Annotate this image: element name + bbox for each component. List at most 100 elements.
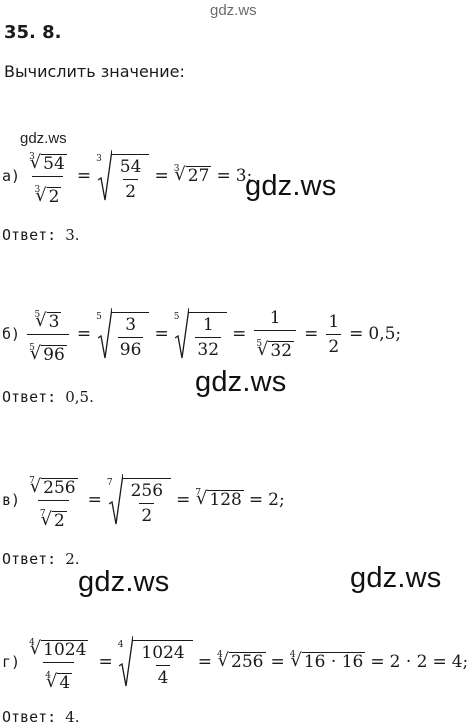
denominator: 4 — [155, 665, 171, 688]
numerator: 256 — [130, 481, 164, 502]
answer-d: Ответ: 4. — [2, 708, 80, 726]
denominator: 96 — [117, 337, 144, 360]
lhs-fraction-c: 7√256 7√2 — [27, 470, 80, 531]
fraction-b4: 1 2 — [326, 311, 342, 357]
radical-sign: √ — [196, 488, 208, 510]
radical-sign: √ — [290, 650, 302, 672]
numerator: 1024 — [141, 643, 185, 664]
numerator: 1 — [202, 315, 214, 336]
denominator: 32 — [195, 337, 222, 360]
denominator: 2 — [139, 503, 155, 526]
numerator: 1 — [269, 307, 281, 328]
item-label-d: г) — [2, 653, 21, 672]
equals-sign: = — [216, 166, 231, 187]
numerator: 3 — [125, 315, 137, 336]
equals-sign: = — [370, 652, 385, 673]
fraction-b3: 1 5√32 — [254, 307, 297, 361]
radical-sign: √ — [40, 508, 52, 530]
root-index: 5 — [34, 310, 41, 320]
radicand: 54 — [41, 154, 67, 174]
answer-c: Ответ: 2. — [2, 550, 80, 568]
watermark-a-small: gdz.ws — [20, 130, 67, 147]
root-index: 5 — [29, 342, 35, 353]
instruction-text: Вычислить значение: — [4, 62, 185, 81]
denominator: 2 — [326, 333, 342, 357]
radicand: 256 — [229, 652, 266, 673]
item-label-a: а) — [2, 167, 21, 186]
radicand: 27 — [185, 166, 212, 187]
radical-sign: √ — [29, 152, 42, 173]
problem-number: 35. 8. — [4, 22, 62, 43]
radical-sign: √ — [29, 342, 42, 364]
radical-sign: √ — [174, 164, 186, 186]
radical-sign: √ — [257, 338, 269, 360]
root-index: 7 — [39, 508, 46, 519]
lhs-fraction-d: 4√1024 4√4 — [27, 632, 90, 693]
denominator: 2 — [123, 179, 139, 202]
radicand: 3 — [46, 312, 62, 332]
watermark-c-big-right: gdz.ws — [350, 562, 442, 594]
answer-value: 3. — [65, 226, 80, 244]
radical-sign: √ — [29, 638, 42, 659]
root-index: 4 — [216, 650, 223, 661]
product-d: 2 · 2 — [389, 652, 428, 673]
result-d: 4; — [451, 652, 469, 673]
numerator: 1 — [328, 311, 340, 332]
radical-sign: √ — [35, 184, 47, 206]
root-index: 3 — [34, 184, 41, 195]
answer-word: Ответ: — [2, 550, 57, 568]
root-index: 4 — [45, 670, 52, 681]
watermark-top: gdz.ws — [210, 2, 257, 19]
root-index: 3 — [96, 154, 102, 165]
root-index: 7 — [29, 476, 35, 486]
equals-sign: = — [270, 652, 285, 673]
root-index: 3 — [29, 152, 35, 162]
root-index: 4 — [117, 640, 124, 651]
radicand: 4 — [57, 672, 73, 693]
result-a: 3; — [235, 166, 253, 187]
item-label-c: в) — [2, 491, 21, 510]
radicand: 2 — [51, 510, 67, 531]
equals-sign: = — [98, 652, 113, 673]
answer-b: Ответ: 0,5. — [2, 388, 94, 406]
root-index: 4 — [29, 638, 35, 648]
equals-sign: = — [154, 166, 169, 187]
answer-word: Ответ: — [2, 708, 57, 726]
equals-sign: = — [76, 324, 92, 345]
equals-sign: = — [154, 324, 169, 345]
numerator: 54 — [119, 157, 142, 178]
root-index: 7 — [195, 488, 202, 499]
lhs-fraction-a: 3√54 3√2 — [27, 146, 69, 207]
radicand: 1024 — [41, 640, 89, 660]
equals-sign: = — [197, 652, 212, 673]
root-index: 7 — [106, 478, 113, 489]
root-index: 5 — [173, 312, 180, 323]
equals-sign: = — [248, 490, 264, 511]
equals-sign: = — [432, 652, 447, 673]
equals-sign: = — [76, 166, 92, 187]
equals-sign: = — [176, 490, 191, 511]
equals-sign: = — [87, 490, 102, 511]
answer-word: Ответ: — [2, 226, 57, 244]
watermark-c-big-left: gdz.ws — [78, 566, 170, 598]
result-b: 0,5; — [368, 324, 402, 345]
radical-sign: √ — [217, 650, 230, 672]
watermark-a-big: gdz.ws — [245, 170, 337, 202]
root-index: 3 — [173, 164, 180, 175]
equals-sign: = — [232, 324, 247, 345]
lhs-fraction-b: 5√3 5√96 — [27, 304, 69, 365]
radicand: 96 — [41, 344, 67, 365]
answer-word: Ответ: — [2, 388, 57, 406]
radicand: 128 — [207, 490, 244, 511]
radical-sign: √ — [46, 670, 58, 692]
radical-sign: √ — [35, 310, 47, 331]
radical-sign: √ — [29, 476, 42, 497]
